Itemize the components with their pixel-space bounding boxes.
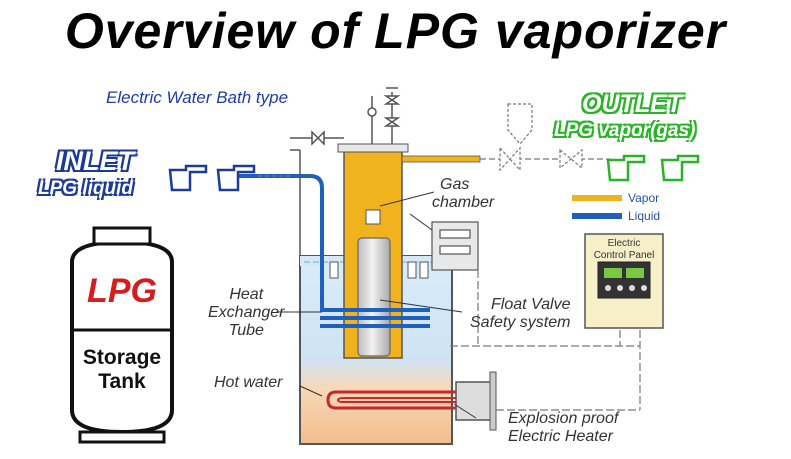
- gas-chamber: [337, 143, 409, 359]
- legend-vapor-swatch: [572, 195, 622, 201]
- tank-storage-label: Storage Tank: [60, 346, 184, 394]
- outlet-subtitle: LPG vapor(gas): [554, 120, 696, 141]
- page-title: Overview of LPG vaporizer: [64, 3, 727, 59]
- inlet-subtitle: LPG liquid: [38, 178, 133, 199]
- tank-storage-line1: Storage: [82, 346, 162, 369]
- electric-control-panel: [584, 233, 664, 329]
- inlet-piping: [290, 130, 344, 256]
- explosion-line1: Explosion proof: [508, 410, 619, 427]
- heat-line3: Tube: [228, 322, 264, 339]
- explosion-line2: Electric Heater: [508, 428, 613, 445]
- control-panel-label: Electric Control Panel: [585, 238, 663, 262]
- electric-heater: [326, 371, 497, 431]
- pointing-hand-icon: [168, 164, 256, 192]
- float-valve-label: Float Valve Safety system: [470, 296, 570, 332]
- float-line1: Float Valve: [491, 296, 571, 313]
- heat-line1: Heat: [229, 286, 264, 303]
- inlet-title: INLET: [56, 146, 134, 176]
- top-valve-assembly: [367, 87, 401, 144]
- hot-water-label: Hot water: [214, 374, 283, 391]
- pointing-hand-icon: [606, 154, 700, 182]
- outlet-vapor-pipe: [401, 103, 610, 172]
- control-panel-line2: Control Panel: [593, 250, 655, 261]
- tank-storage-line2: Tank: [98, 370, 146, 393]
- level-controller: [409, 213, 479, 271]
- electric-heater-label: Explosion proof Electric Heater: [508, 410, 618, 446]
- float-line2: Safety system: [470, 314, 571, 331]
- heat-exchanger-tube: [230, 174, 430, 328]
- gas-chamber-label: Gas chamber: [432, 176, 494, 212]
- float-sensors: [329, 261, 429, 279]
- heat-exchanger-label: Heat Exchanger Tube: [208, 286, 285, 340]
- heat-line2: Exchanger: [208, 304, 285, 321]
- legend-liquid-label: Liquid: [628, 209, 661, 223]
- storage-tank: [70, 226, 174, 444]
- gas-chamber-line1: Gas: [440, 176, 470, 193]
- outlet-title: OUTLET: [582, 90, 682, 118]
- leader-lines: [276, 191, 477, 419]
- control-wiring: [450, 270, 641, 411]
- control-panel-line1: Electric: [607, 238, 641, 249]
- diagram-subtitle: Electric Water Bath type: [106, 88, 289, 107]
- gas-chamber-line2: chamber: [432, 194, 495, 211]
- legend-liquid-swatch: [572, 213, 622, 219]
- legend-vapor-label: Vapor: [628, 191, 660, 205]
- tank-lpg-label: LPG: [87, 272, 157, 310]
- float-cylinder: [357, 237, 391, 357]
